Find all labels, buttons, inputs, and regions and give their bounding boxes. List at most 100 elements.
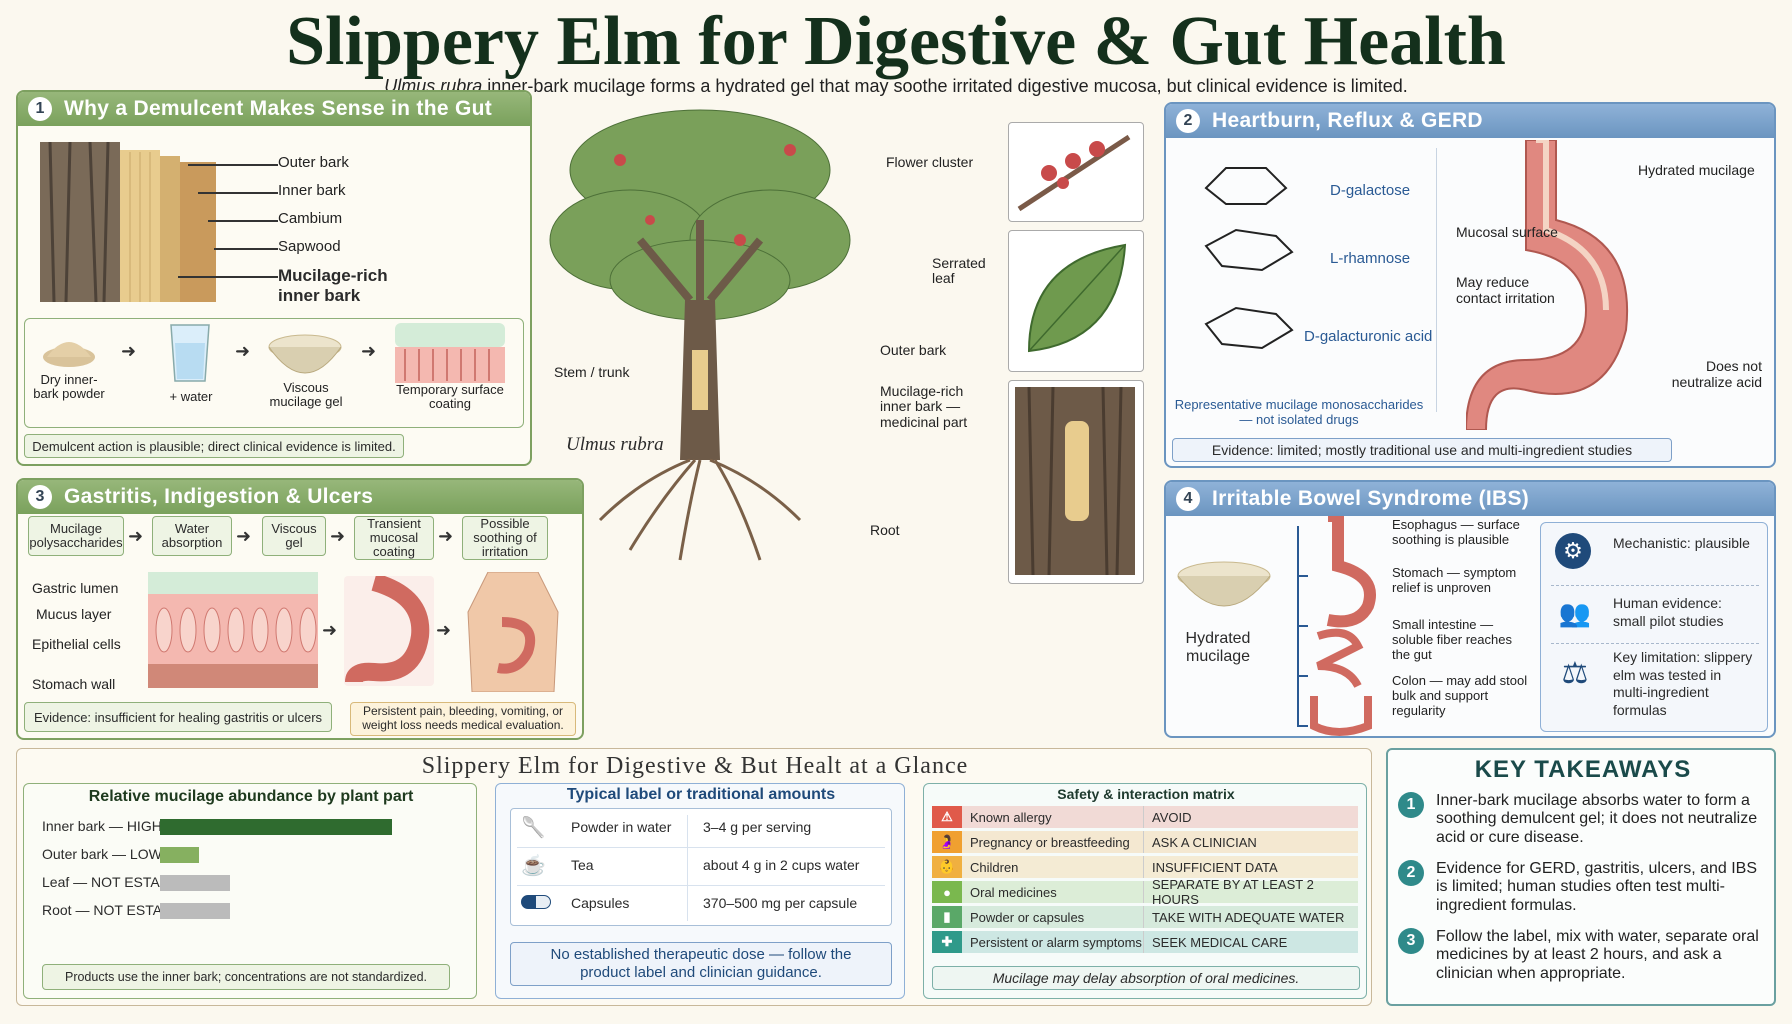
tea-cup-icon: ☕ — [521, 855, 546, 877]
panel-title: Heartburn, Reflux & GERD — [1212, 109, 1483, 132]
subtitle-text: inner-bark mucilage forms a hydrated gel… — [482, 76, 1408, 96]
matrix-title: Safety & interaction matrix — [1057, 786, 1235, 802]
arrow-icon: ➜ — [361, 341, 377, 361]
panel-header: 2 Heartburn, Reflux & GERD — [1166, 104, 1774, 138]
water-glass-icon — [170, 324, 210, 382]
arrow-icon: ➜ — [235, 341, 251, 361]
note-text: Key limitation: slippery elm was tested … — [1613, 649, 1753, 718]
stomach-label: Mucosal surface — [1456, 224, 1558, 240]
amount-form: Tea — [571, 857, 594, 873]
row-icon: 👶 — [932, 856, 962, 878]
matrix-item: Oral medicines — [962, 881, 1144, 903]
takeaway-item: 1 Inner-bark mucilage absorbs water to fo… — [1398, 792, 1764, 847]
amount-form: Powder in water — [571, 819, 672, 835]
takeaway-text: Inner-bark mucilage absorbs water to for… — [1436, 792, 1758, 846]
flow-step: Water absorption — [152, 516, 232, 556]
bark-cut-icon — [1015, 386, 1135, 576]
takeaway-number: 2 — [1398, 860, 1424, 886]
arrow-icon: ➜ — [322, 620, 338, 640]
tree-label-inner-bark: Mucilage-rich inner bark — medicinal par… — [880, 383, 968, 430]
amount-value: 3–4 g per serving — [703, 819, 812, 835]
panel-header: 4 Irritable Bowel Syndrome (IBS) — [1166, 482, 1774, 516]
bowl-label: Hydrated mucilage — [1185, 630, 1251, 666]
panel-gastritis: 3 Gastritis, Indigestion & Ulcers Mucila… — [16, 478, 584, 740]
panel-title: Gastritis, Indigestion & Ulcers — [64, 485, 374, 508]
divider — [1551, 585, 1759, 586]
powder-icon — [43, 342, 95, 367]
divider — [517, 885, 885, 886]
panel-number: 2 — [1176, 109, 1200, 133]
matrix-row: 🤰Pregnancy or breastfeeding ASK A CLINICI… — [932, 831, 1358, 853]
sugar-note: Representative mucilage monosaccharides … — [1174, 397, 1424, 427]
tree-label-root: Root — [870, 522, 900, 538]
mucosa-coating-icon — [395, 323, 505, 383]
arrow-icon: ➜ — [330, 526, 346, 546]
bar — [160, 903, 230, 919]
amounts-box: Typical label or traditional amounts 🥄 P… — [495, 783, 905, 999]
amount-value: 370–500 mg per capsule — [703, 895, 858, 911]
matrix-note: Mucilage may delay absorption of oral me… — [932, 966, 1360, 990]
capsule-icon — [521, 895, 551, 909]
amounts-title: Typical label or traditional amounts — [566, 786, 836, 803]
flow-step: Transient mucosal coating — [354, 516, 434, 560]
gel-bowl-icon — [268, 334, 342, 374]
takeaway-number: 1 — [1398, 792, 1424, 818]
people-icon: 👥 — [1558, 597, 1592, 628]
matrix-item: Known allergy — [962, 806, 1144, 828]
panel-header: 1 Why a Demulcent Makes Sense in the Gut — [18, 92, 530, 126]
sugar-structure-icon — [1204, 306, 1294, 350]
layer-label: Gastric lumen — [32, 580, 119, 596]
step-label: Temporary surface coating — [396, 382, 504, 412]
layer-label: Mucus layer — [36, 606, 112, 622]
row-icon: 🤰 — [932, 831, 962, 853]
page-title: Slippery Elm for Digestive & Gut Health — [286, 3, 1506, 80]
flow-step: Possible soothing of irritation — [462, 516, 548, 560]
bar-label: Outer bark — LOW — [42, 846, 162, 862]
takeaway-number: 3 — [1398, 928, 1424, 954]
leaf-icon — [1027, 243, 1127, 353]
amounts-table: 🥄 Powder in water 3–4 g per serving ☕ Te… — [510, 808, 892, 926]
matrix-item: Children — [962, 856, 1144, 878]
step-label: + water — [169, 389, 213, 404]
key-takeaways: KEY TAKEAWAYS 1 Inner-bark mucilage absor… — [1386, 748, 1776, 1006]
layer-label: Epithelial cells — [32, 636, 121, 652]
panel-ibs: 4 Irritable Bowel Syndrome (IBS) Hydrate… — [1164, 480, 1776, 738]
amount-value: about 4 g in 2 cups water — [703, 857, 860, 873]
gi-site: Esophagus — surface soothing is plausibl… — [1392, 517, 1520, 547]
abundance-title: Relative mucilage abundance by plant par… — [88, 788, 414, 805]
row-icon: ● — [932, 881, 962, 903]
evidence-notes: ⚙ Mechanistic: plausible 👥 Human evidenc… — [1540, 522, 1768, 732]
takeaways-title: KEY TAKEAWAYS — [1474, 756, 1692, 783]
safety-matrix-box: Safety & interaction matrix ⚠Known aller… — [923, 783, 1367, 999]
layer-label: Cambium — [278, 210, 343, 227]
stomach-icon — [344, 576, 434, 686]
arrow-icon: ➜ — [236, 526, 252, 546]
stomach-label: Hydrated mucilage — [1638, 162, 1755, 178]
note-text: Mechanistic: plausible — [1613, 535, 1750, 551]
species-label: Ulmus rubra — [566, 434, 664, 455]
glance-section: Slippery Elm for Digestive & But Healt a… — [16, 748, 1372, 1006]
amount-form: Capsules — [571, 895, 630, 911]
matrix-item: Pregnancy or breastfeeding — [962, 831, 1144, 853]
matrix-item: Powder or capsules — [962, 906, 1144, 928]
matrix-item: Persistent or alarm symptoms — [962, 931, 1144, 953]
arrow-icon: ➜ — [121, 341, 137, 361]
arrow-icon: ➜ — [128, 526, 144, 546]
row-icon: ▮ — [932, 906, 962, 928]
row-icon: ⚠ — [932, 806, 962, 828]
matrix-advice: ASK A CLINICIAN — [1152, 834, 1257, 850]
abundance-box: Relative mucilage abundance by plant par… — [23, 783, 477, 999]
evidence-note: Demulcent action is plausible; direct cl… — [24, 434, 404, 458]
sugar-structure-icon — [1204, 167, 1288, 205]
powder-spoon-icon: 🥄 — [521, 817, 546, 839]
leaf-detail-box — [1008, 230, 1144, 372]
stomach-label: May reduce contact irritation — [1456, 274, 1555, 307]
tree-label-outer-bark: Outer bark — [880, 342, 947, 358]
divider — [1436, 148, 1437, 412]
step-label: Viscous mucilage gel — [269, 380, 343, 410]
bar — [160, 819, 392, 835]
